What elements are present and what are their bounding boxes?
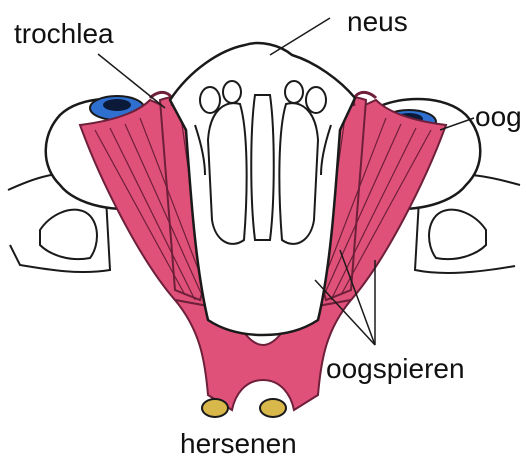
nerve-ends <box>202 399 286 417</box>
label-trochlea: trochlea <box>14 20 114 48</box>
label-hersenen: hersenen <box>180 430 297 458</box>
orbit-socket-left <box>40 210 97 259</box>
label-neus: neus <box>347 8 408 36</box>
label-oog: oog <box>475 103 522 131</box>
pupil-left <box>103 99 131 111</box>
leader-neus <box>270 18 330 55</box>
orbit-socket-right <box>429 210 486 259</box>
label-oogspieren: oogspieren <box>326 355 465 383</box>
